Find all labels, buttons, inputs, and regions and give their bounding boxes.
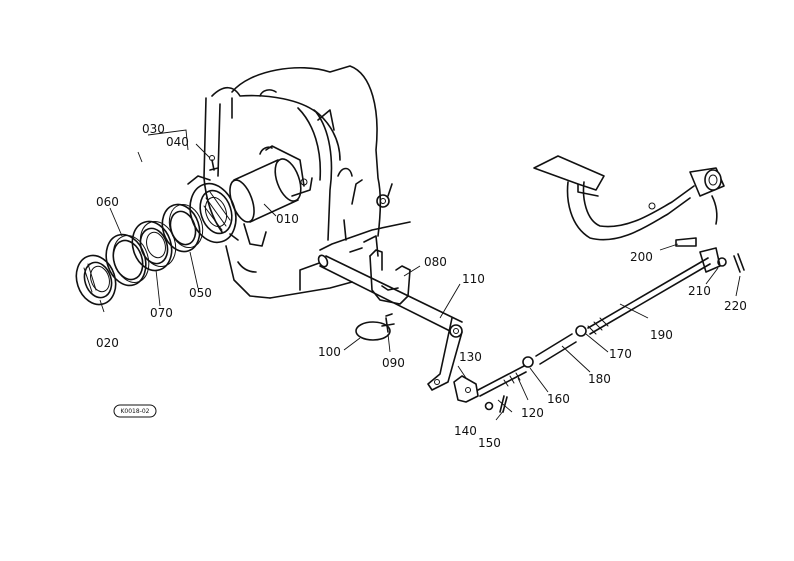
clutch-pedal xyxy=(533,155,725,241)
part-label-030: 030 xyxy=(142,122,165,136)
diagram-code-badge: K0018-02 xyxy=(113,404,157,418)
split-pin-220 xyxy=(733,253,745,273)
release-shaft xyxy=(317,249,463,391)
part-label-070: 070 xyxy=(150,306,173,320)
part-label-220: 220 xyxy=(724,299,747,313)
part-labels: 010 020 030 040 050 060 070 080 090 100 … xyxy=(96,122,747,450)
bolt-040 xyxy=(209,155,219,171)
part-label-050: 050 xyxy=(189,286,212,300)
ring-020 xyxy=(75,254,117,306)
grease-fitting-090 xyxy=(381,313,395,333)
ring-060 xyxy=(105,233,150,287)
part-label-060: 060 xyxy=(96,195,119,209)
ring-070 xyxy=(131,220,177,272)
part-label-010: 010 xyxy=(276,212,299,226)
part-label-020: 020 xyxy=(96,336,119,350)
part-label-190: 190 xyxy=(650,328,673,342)
part-label-100: 100 xyxy=(318,345,341,359)
part-label-140: 140 xyxy=(454,424,477,438)
part-label-210: 210 xyxy=(688,284,711,298)
plate-100 xyxy=(355,321,391,341)
ring-050 xyxy=(161,203,204,253)
release-sleeve xyxy=(229,145,313,247)
part-label-200: 200 xyxy=(630,250,653,264)
pin-200 xyxy=(675,237,697,247)
part-label-090: 090 xyxy=(382,356,405,370)
linkage-rod xyxy=(453,247,727,413)
diagram-code: K0018-02 xyxy=(120,408,149,415)
part-label-110: 110 xyxy=(462,272,485,286)
part-label-160: 160 xyxy=(547,392,570,406)
part-label-040: 040 xyxy=(166,135,189,149)
part-label-170: 170 xyxy=(609,347,632,361)
part-label-080: 080 xyxy=(424,255,447,269)
part-label-150: 150 xyxy=(478,436,501,450)
part-label-180: 180 xyxy=(588,372,611,386)
release-bearing xyxy=(187,175,239,244)
part-label-130: 130 xyxy=(459,350,482,364)
leader-lines xyxy=(99,129,741,421)
part-label-120: 120 xyxy=(521,406,544,420)
